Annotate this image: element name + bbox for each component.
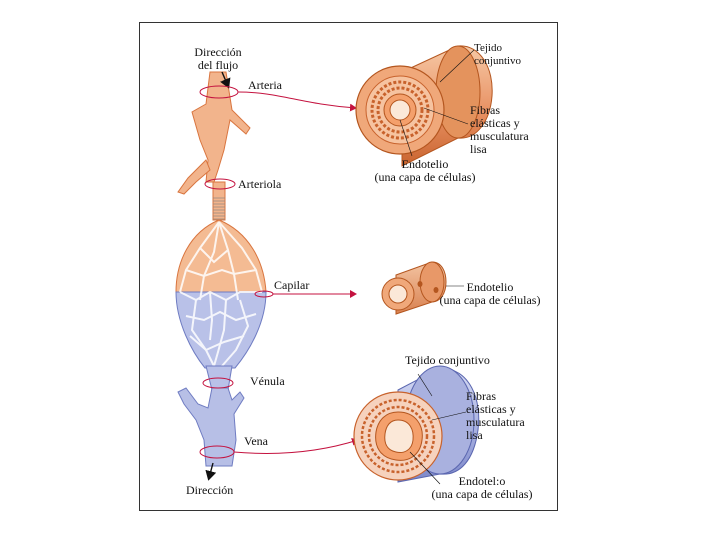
artery-connective-label: Tejido conjuntivo <box>474 42 521 68</box>
vein-label: Vena <box>244 434 268 448</box>
venule-label: Vénula <box>250 374 285 388</box>
flow-direction-top-line2: del flujo <box>197 58 239 72</box>
capillary-cross-section <box>381 261 464 315</box>
artery-cross-section <box>355 45 493 167</box>
artery-fibers-line1: Fibras <box>470 103 500 117</box>
arteriole-marker-ring <box>204 178 236 190</box>
vein-endothelium-label: Endotel:o (una capa de células) <box>426 475 538 501</box>
artery-endothelium-line2: (una capa de células) <box>374 170 476 184</box>
artery-connector-arrow <box>237 91 357 112</box>
vein-endothelium-line2: (una capa de células) <box>431 487 533 501</box>
flow-direction-top-arrow <box>220 71 231 89</box>
arteriole-vessel <box>212 181 226 221</box>
artery-connective-line2: conjuntivo <box>474 55 522 67</box>
venule-marker-ring <box>202 377 234 389</box>
capillary-bed <box>175 219 267 369</box>
vein-vessel <box>177 387 245 467</box>
artery-connective-line1: Tejido <box>474 42 502 54</box>
arteriole-label: Arteriola <box>238 177 282 191</box>
artery-fibers-line3: musculatura <box>470 129 529 143</box>
flow-direction-top-line1: Dirección <box>194 45 242 59</box>
vein-fibers-line2: elásticas y <box>466 402 516 416</box>
capillary-label: Capilar <box>274 278 310 292</box>
flow-direction-bottom-arrow <box>205 462 217 481</box>
capillary-endothelium-label: Endotelio (una capa de células) <box>438 281 542 307</box>
artery-fibers-label: Fibras elásticas y musculatura lisa <box>470 104 529 156</box>
vein-connective-label: Tejido conjuntivo <box>405 353 490 367</box>
flow-direction-bottom-label: Dirección <box>186 483 234 497</box>
artery-endothelium-label: Endotelio (una capa de células) <box>370 158 480 184</box>
flow-direction-top-label: Dirección del flujo <box>178 46 258 72</box>
capillary-endothelium-line1: Endotelio <box>466 280 514 294</box>
artery-fibers-line2: elásticas y <box>470 116 520 130</box>
artery-vessel <box>177 71 251 195</box>
vein-cross-section <box>353 365 480 485</box>
vein-fibers-line3: musculatura <box>466 415 525 429</box>
vein-fibers-line1: Fibras <box>466 389 496 403</box>
capillary-endothelium-line2: (una capa de células) <box>439 293 541 307</box>
artery-endothelium-line1: Endotelio <box>401 157 449 171</box>
artery-label: Arteria <box>248 78 282 92</box>
vein-connector-arrow <box>233 437 359 454</box>
vein-endothelium-line1: Endotel:o <box>458 474 506 488</box>
vein-fibers-label: Fibras elásticas y musculatura lisa <box>466 390 525 442</box>
artery-fibers-line4: lisa <box>470 142 487 156</box>
vein-fibers-line4: lisa <box>466 428 483 442</box>
